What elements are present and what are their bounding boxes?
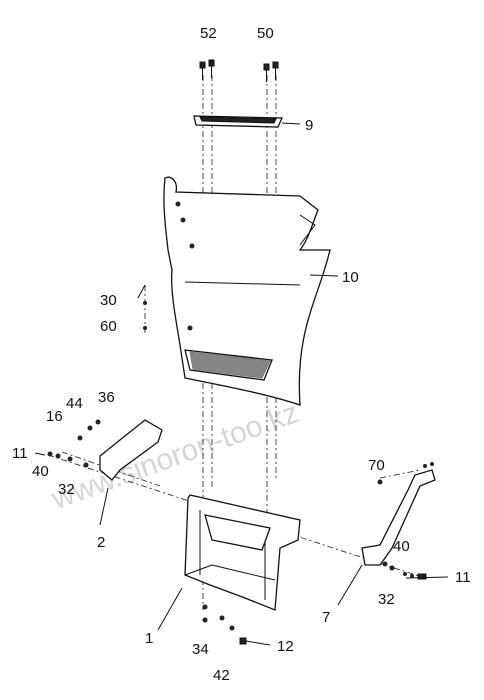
- callout-30: 30: [100, 292, 117, 309]
- callout-32-left: 32: [58, 481, 75, 498]
- callout-52: 52: [200, 25, 217, 42]
- callout-1: 1: [145, 630, 153, 647]
- callout-7: 7: [322, 609, 330, 626]
- callout-10: 10: [342, 269, 359, 286]
- callout-36: 36: [98, 389, 115, 406]
- right-link-arm: [337, 462, 436, 606]
- callout-34: 34: [192, 641, 209, 658]
- callout-40-left: 40: [32, 463, 49, 480]
- watermark-text: www.sinoron-too.kz: [47, 396, 304, 516]
- top-bolts: [199, 59, 279, 82]
- callout-44: 44: [66, 395, 83, 412]
- leader-lines: [34, 122, 449, 579]
- callout-16: 16: [46, 408, 63, 425]
- callout-60: 60: [100, 318, 117, 335]
- callout-42: 42: [213, 667, 230, 684]
- step-body: [163, 176, 331, 406]
- callout-12: 12: [277, 638, 294, 655]
- callout-40-right: 40: [393, 538, 410, 555]
- callout-labels: 52 50 9 10 30 60 44 36 16 11 40 32 2 70 …: [12, 25, 471, 684]
- callout-11-right: 11: [455, 569, 471, 586]
- callout-50: 50: [257, 25, 274, 42]
- left-bracket: [99, 419, 163, 526]
- callout-9: 9: [305, 117, 313, 134]
- center-support-frame: [157, 494, 301, 631]
- callout-2: 2: [97, 534, 105, 551]
- step-tread-top: [193, 115, 283, 128]
- callout-70: 70: [368, 457, 385, 474]
- callout-11-left: 11: [12, 445, 28, 462]
- bottom-fasteners: [202, 604, 271, 646]
- callout-32-right: 32: [378, 591, 395, 608]
- left-fasteners: [47, 301, 147, 468]
